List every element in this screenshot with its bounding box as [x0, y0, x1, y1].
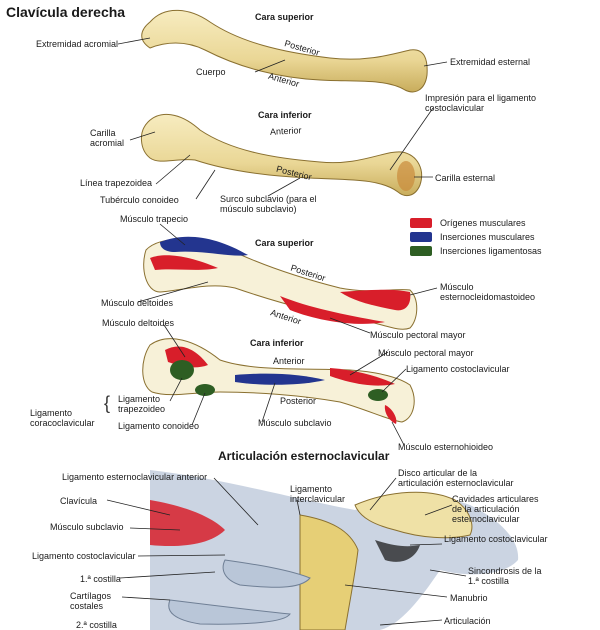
sternoclavicular-joint-illustration — [150, 470, 519, 630]
label-pectoral-mayor-superior: Músculo pectoral mayor — [370, 330, 466, 340]
view4-face-label: Cara inferior — [250, 338, 304, 348]
label-segunda-costilla: 2.ª costilla — [76, 620, 117, 630]
label-carilla-esternal: Carilla esternal — [435, 173, 496, 183]
label-lig-costoclavicular-view4: Ligamento costoclavicular — [406, 364, 510, 374]
label-manubrio: Manubrio — [450, 593, 488, 603]
label-lig-costoclavicular-left: Ligamento costoclavicular — [32, 551, 136, 561]
label-impresion-costoclavicular: Impresión para el ligamento costoclavicu… — [425, 93, 537, 113]
label-surco-subclavio: Surco subclavio (para el músculo subclav… — [220, 194, 317, 214]
label-sincondrosis: Sincondrosis de la 1.ª costilla — [468, 566, 542, 586]
view2-face-label: Cara inferior — [258, 110, 312, 120]
label-lig-costoclavicular-right: Ligamento costoclavicular — [444, 534, 548, 544]
label-lig-interclavicular: Ligamento interclavicular — [290, 484, 346, 504]
label-carilla-acromial: Carilla acromial — [90, 128, 125, 148]
view3-face-label: Cara superior — [255, 238, 314, 248]
clavicle-superior-view — [141, 9, 428, 93]
page-title: Clavícula derecha — [6, 4, 126, 20]
legend-label-inserciones-musculares: Inserciones musculares — [440, 232, 535, 242]
label-lig-esternoclavicular-anterior: Ligamento esternoclavicular anterior — [62, 472, 208, 482]
label-cuerpo: Cuerpo — [196, 67, 226, 77]
legend-swatch-blue — [410, 232, 432, 242]
view4-posterior-label: Posterior — [280, 396, 317, 406]
label-disco-articular: Disco articular de la articulación ester… — [398, 468, 514, 488]
label-extremidad-esternal: Extremidad esternal — [450, 57, 531, 67]
label-primera-costilla: 1.ª costilla — [80, 574, 121, 584]
label-extremidad-acromial: Extremidad acromial — [36, 39, 119, 49]
legend-label-inserciones-ligamentosas: Inserciones ligamentosas — [440, 246, 542, 256]
view4-anterior-label: Anterior — [273, 356, 305, 366]
legend-label-origenes: Orígenes musculares — [440, 218, 526, 228]
view1-face-label: Cara superior — [255, 12, 314, 22]
clavicle-muscle-inferior-view — [142, 338, 415, 424]
label-esternocleidomastoideo: Músculo esternocleidomastoideo — [440, 282, 536, 302]
brace-icon: { — [104, 393, 111, 413]
legend-swatch-green — [410, 246, 432, 256]
label-musculo-deltoides-inferior: Músculo deltoides — [102, 318, 175, 328]
clavicle-inferior-view — [141, 114, 423, 197]
label-pectoral-mayor-inferior: Músculo pectoral mayor — [378, 348, 474, 358]
label-musculo-subclavio: Músculo subclavio — [50, 522, 124, 532]
leader-lines — [106, 37, 467, 626]
view2-anterior-label: Anterior — [269, 125, 302, 137]
label-musculo-deltoides-superior: Músculo deltoides — [101, 298, 174, 308]
label-ligamento-coracoclavicular: Ligamento coracoclavicular — [30, 408, 95, 428]
section-title-articulacion: Articulación esternoclavicular — [218, 449, 390, 463]
clavicle-muscle-superior-view — [143, 236, 418, 330]
label-musculo-subclavio-view4: Músculo subclavio — [258, 418, 332, 428]
label-linea-trapezoidea: Línea trapezoidea — [80, 178, 153, 188]
label-esternohioideo: Músculo esternohioideo — [398, 442, 494, 452]
legend-swatch-red — [410, 218, 432, 228]
label-musculo-trapecio: Músculo trapecio — [120, 214, 189, 224]
label-cartilagos-costales: Cartílagos costales — [70, 591, 112, 611]
label-clavicula: Clavícula — [60, 496, 98, 506]
label-lig-trapezoideo: Ligamento trapezoideo — [118, 394, 166, 414]
label-articulacion: Articulación — [444, 616, 491, 626]
label-cavidades-articulares: Cavidades articulares de la articulación… — [452, 494, 539, 524]
label-lig-conoideo: Ligamento conoideo — [118, 421, 200, 431]
label-tuberculo-conoideo: Tubérculo conoideo — [100, 195, 179, 205]
